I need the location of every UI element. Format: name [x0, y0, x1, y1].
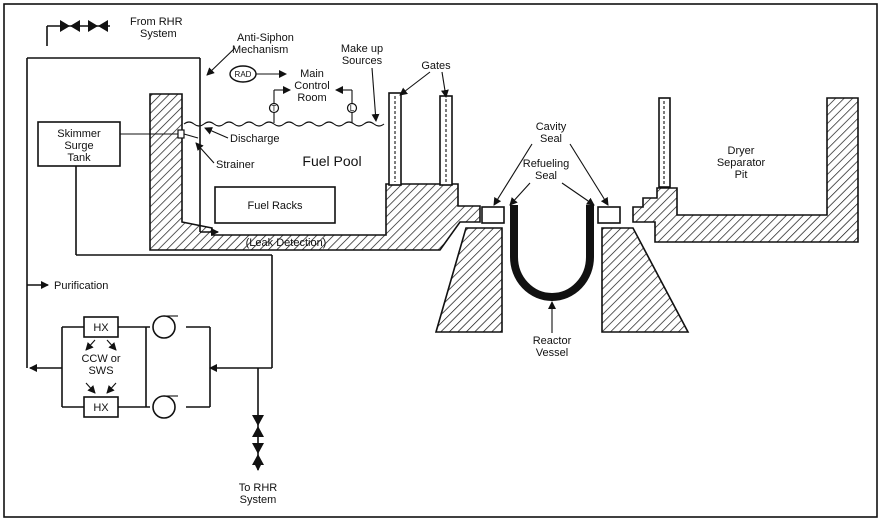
ccw-label-1: CCW or: [81, 353, 120, 365]
rad-label: RAD: [235, 70, 252, 79]
to-rhr-valves: [252, 415, 264, 465]
hx-bottom-label: HX: [93, 402, 109, 414]
heat-exchanger-bottom: [83, 396, 119, 418]
reactor-cavity: [434, 205, 690, 333]
skimmer-surge-tank: [37, 121, 121, 167]
refueling-seal-label-1: Refueling: [523, 158, 569, 170]
level-gauge-icon: [346, 102, 358, 114]
skimmer-label-2: Surge: [64, 140, 93, 152]
ccw-label-2: SWS: [88, 365, 113, 377]
skimmer-label-1: Skimmer: [57, 128, 101, 140]
dryer-label-3: Pit: [735, 169, 748, 181]
fuel-racks: [214, 186, 336, 224]
reactor-label-2: Vessel: [536, 347, 568, 359]
fuel-racks-label: Fuel Racks: [247, 200, 303, 212]
dryer-label-2: Separator: [717, 157, 766, 169]
makeup-label-2: Sources: [342, 55, 383, 67]
reactor-vessel: [510, 205, 594, 301]
main-control-label-2: Control: [294, 80, 329, 92]
diagram-frame: [3, 3, 878, 518]
strainer-label: Strainer: [216, 159, 255, 171]
fuel-pool-label: Fuel Pool: [302, 153, 361, 169]
cavity-seal-label-2: Seal: [540, 133, 562, 145]
makeup-label-1: Make up: [341, 43, 383, 55]
l-gauge-label: L: [350, 104, 355, 113]
dryer-label-1: Dryer: [728, 145, 755, 157]
discharge-nozzle: [177, 129, 185, 139]
refueling-seal-label-2: Seal: [535, 170, 557, 182]
leak-detection-label: (Leak Detection): [246, 237, 327, 249]
dryer-separator-pit: [632, 97, 859, 243]
temperature-gauge-icon: [268, 102, 280, 114]
cavity-seal-label-1: Cavity: [536, 121, 567, 133]
t-gauge-label: T: [272, 104, 277, 113]
reactor-label-1: Reactor: [533, 335, 572, 347]
purification-label: Purification: [54, 280, 108, 292]
cavity-seal-right: [597, 206, 621, 224]
to-rhr-label-2: System: [240, 494, 277, 506]
main-control-label-3: Room: [297, 92, 326, 104]
from-rhr-valves: [60, 20, 108, 32]
pool-water-surface: [183, 121, 385, 127]
cavity-seal-left: [481, 206, 505, 224]
discharge-label: Discharge: [230, 133, 280, 145]
gates-label: Gates: [421, 60, 451, 72]
main-control-label-1: Main: [300, 68, 324, 80]
from-rhr-label-2: System: [140, 28, 177, 40]
hx-top-label: HX: [93, 322, 109, 334]
pump-top-icon: [152, 315, 178, 339]
fuel-pool-structure: [149, 92, 481, 251]
pump-bottom-icon: [152, 395, 178, 419]
anti-siphon-label-1: Anti-Siphon: [237, 32, 294, 44]
anti-siphon-label-2: Mechanism: [232, 44, 288, 56]
to-rhr-label-1: To RHR: [239, 482, 278, 494]
heat-exchanger-top: [83, 316, 119, 338]
from-rhr-label-1: From RHR: [130, 16, 183, 28]
skimmer-label-3: Tank: [67, 152, 91, 164]
